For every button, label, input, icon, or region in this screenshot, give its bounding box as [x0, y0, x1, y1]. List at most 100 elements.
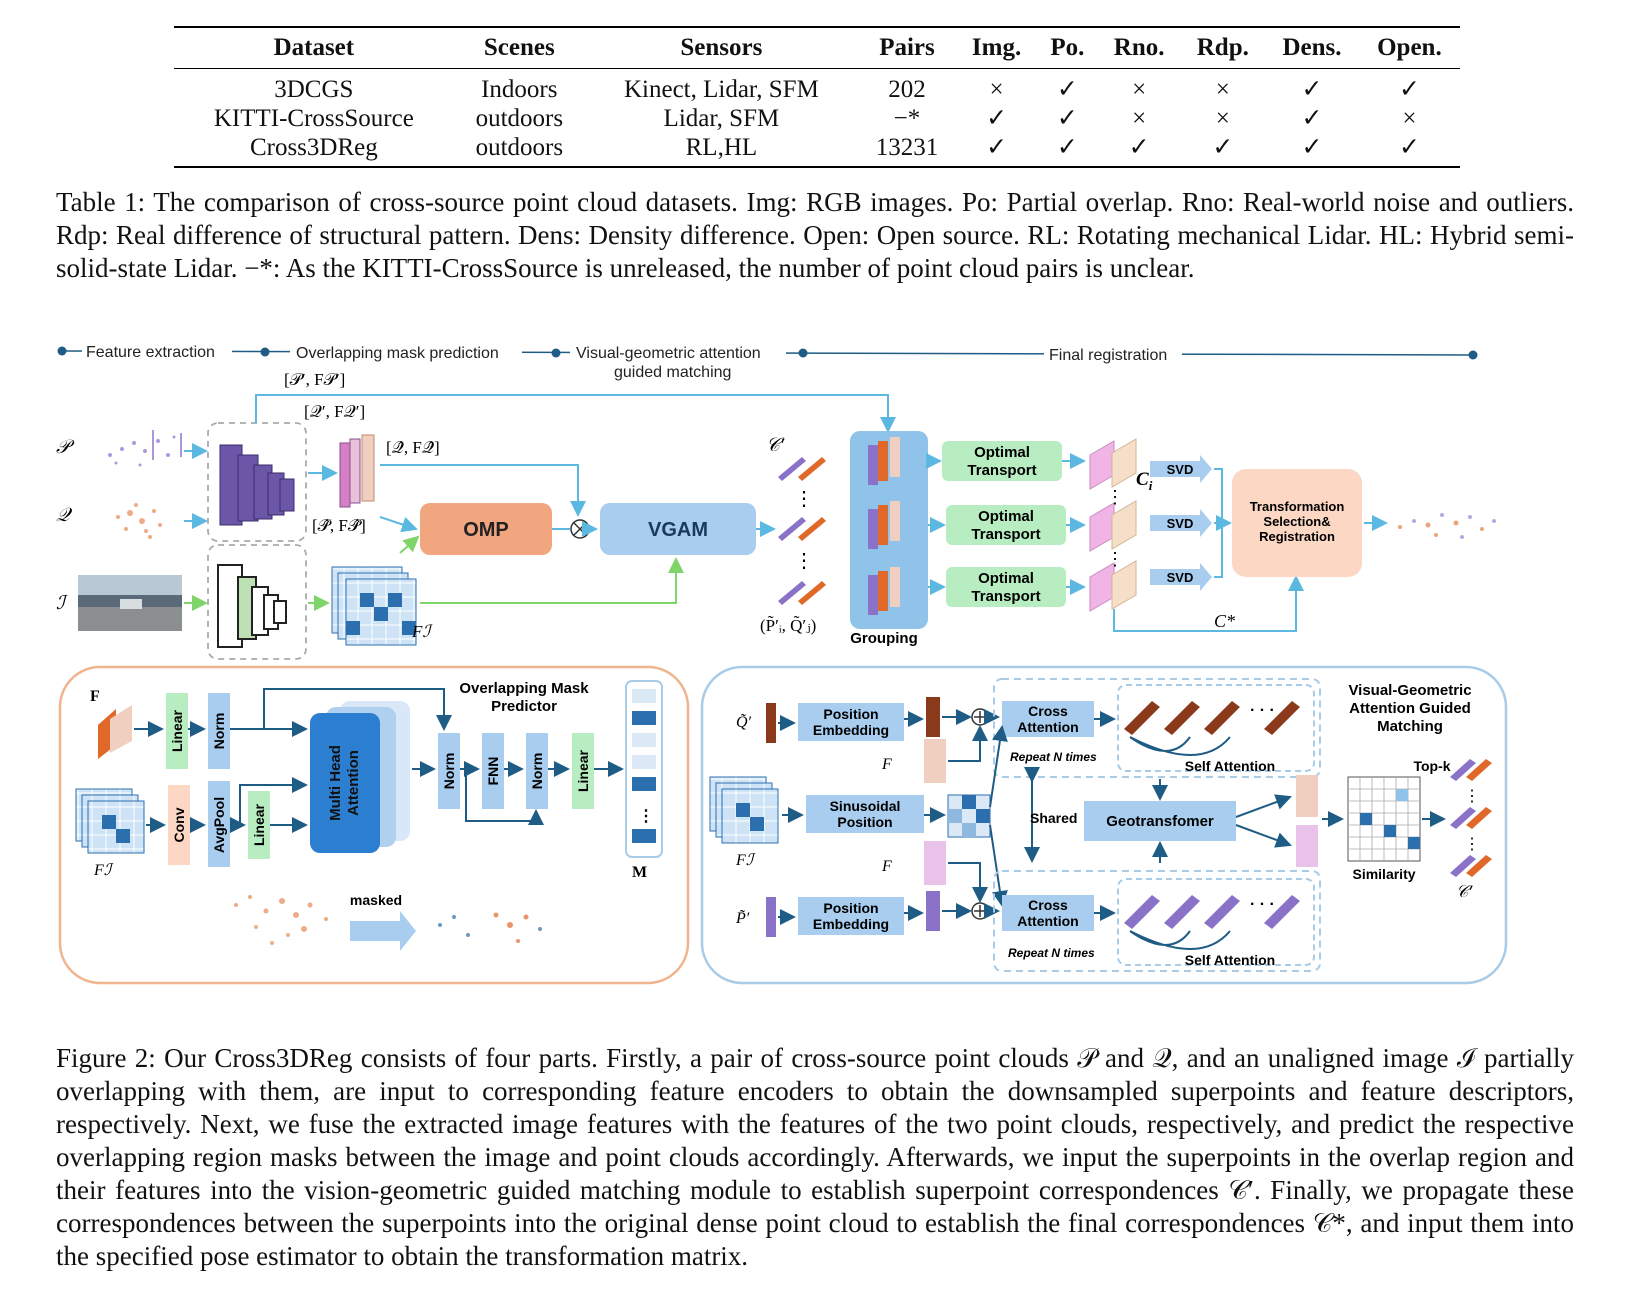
cell: × [1132, 76, 1147, 103]
geo-out-p [1296, 825, 1318, 867]
vgam-panel-title: Attention Guided [1349, 700, 1471, 717]
cell: ✓ [1398, 76, 1420, 103]
header-sensors: Sensors [680, 34, 763, 61]
linear-label: Linear [251, 803, 267, 846]
norm-block-2: Norm [438, 733, 460, 809]
linear-block-1: Linear [166, 693, 188, 769]
header-dataset: Dataset [273, 34, 355, 61]
cell: ✓ [1056, 134, 1078, 161]
label-c-star: C* [1214, 611, 1235, 631]
figure-caption: Figure 2: Our Cross3DReg consists of fou… [56, 1043, 1574, 1271]
cell: Kinect, Lidar, SFM [623, 76, 819, 103]
cell: 202 [888, 76, 926, 103]
svd-arrow-3: SVD [1150, 563, 1212, 591]
norm-block-3: Norm [526, 733, 548, 809]
architecture-figure: Feature extraction Overlapping mask pred… [50, 345, 1580, 1035]
grouping-block: Grouping [850, 431, 928, 647]
f-i-label: Fℐ [93, 862, 114, 879]
q-tilde-feature [766, 703, 776, 743]
similarity-label: Similarity [1352, 866, 1415, 882]
cell: ✓ [1056, 105, 1078, 132]
svd-arrow-1: SVD [1150, 455, 1212, 483]
image-feature-grid-small [75, 788, 145, 854]
sinusoidal-position: Sinusoidal Position [806, 795, 924, 833]
label-p-hat: [𝒫̂, F𝒫̂] [312, 516, 366, 535]
stage-feature-extraction: Feature extraction [86, 345, 215, 361]
plus-icon-p [971, 902, 989, 920]
topk-label: Top-k [1413, 758, 1450, 774]
image-encoder-box [207, 544, 307, 660]
ellipsis: ⋮ [1464, 836, 1480, 853]
f-i-label-vgam: Fℐ [735, 852, 756, 869]
norm-label: Norm [529, 753, 545, 790]
avgpool-block: AvgPool [208, 781, 230, 867]
pos-label: Position [823, 706, 878, 722]
cell: −* [893, 105, 921, 132]
ellipsis: ⋮ [1464, 788, 1480, 805]
cell: × [989, 76, 1004, 103]
sin-label: Sinusoidal [830, 798, 901, 814]
omp-block: OMP [420, 503, 552, 555]
header-scenes: Scenes [483, 34, 555, 61]
table-caption: Table 1: The comparison of cross-source … [56, 187, 1574, 283]
self-attention-label: Self Attention [1185, 952, 1275, 968]
cell: ✓ [1301, 134, 1323, 161]
vgam-label: VGAM [648, 519, 708, 541]
masked-arrow [350, 911, 416, 951]
input-q-label: 𝒬 [56, 505, 73, 526]
label-p-prime: [𝒫′, F𝒫′] [284, 370, 345, 389]
p-tilde-label: P̃′ [735, 909, 750, 927]
label-c-prime: 𝒞′ [766, 435, 785, 456]
masked-cloud-after [438, 912, 542, 943]
header-po: Po. [1050, 34, 1085, 61]
svd-arrow-2: SVD [1150, 509, 1212, 537]
norm-block-1: Norm [208, 693, 230, 769]
mha-label: Multi Head [327, 745, 344, 821]
cell: outdoors [475, 134, 564, 161]
image-feature-grid [331, 566, 417, 646]
cell: × [1215, 105, 1230, 132]
linear-block-3: Linear [572, 733, 594, 809]
cross-attention-q: Cross Attention [1002, 701, 1094, 737]
header-open: Open. [1377, 34, 1442, 61]
multiply-icon [570, 519, 590, 539]
ellipsis: · · · [1250, 896, 1275, 913]
multi-head-attention-block: Multi Head Attention [310, 701, 410, 853]
sin-grid [947, 794, 991, 838]
self-attn-group-p [1117, 878, 1315, 966]
input-i-label: ℐ [56, 593, 68, 614]
cross-label: Cross [1028, 703, 1068, 719]
repeat-label: Repeat N times [1008, 946, 1095, 960]
grouping-label: Grouping [850, 630, 918, 647]
p-tilde-feature [766, 897, 776, 937]
position-embedding-q: Position Embedding [798, 703, 904, 741]
plus-icon-q [971, 708, 989, 726]
ot-label: Transport [967, 462, 1036, 479]
table-header-row: Dataset Scenes Sensors Pairs Img. Po. Rn… [174, 27, 1460, 69]
p-embedding [926, 891, 940, 931]
cell: ✓ [986, 134, 1008, 161]
stage-final-registration: Final registration [1049, 347, 1167, 364]
conv-block: Conv [168, 785, 190, 865]
f-q-label: F [881, 756, 892, 773]
mask-vector [625, 680, 663, 858]
point-features [339, 434, 375, 508]
pos-label: Embedding [813, 722, 889, 738]
f-q-hat-label: F [90, 688, 100, 705]
ot-label: Transport [971, 588, 1040, 605]
repeat-label: Repeat N times [1010, 750, 1097, 764]
point-cloud-q [116, 503, 162, 539]
input-image [78, 575, 182, 631]
norm-label: Norm [441, 753, 457, 790]
trans-label: Transformation [1250, 499, 1345, 514]
image-feature-grid-vgam [709, 776, 779, 844]
ellipsis: ⋮ [638, 808, 654, 825]
cell: Indoors [481, 76, 558, 103]
sin-label: Position [837, 814, 892, 830]
header-rdp: Rdp. [1196, 34, 1249, 61]
fnn-label: FNN [485, 757, 501, 786]
point-cloud-p [108, 430, 182, 467]
transformation-block: Transformation Selection& Registration [1232, 469, 1362, 577]
stage-overlap-mask: Overlapping mask prediction [296, 345, 499, 362]
pos-label: Position [823, 900, 878, 916]
